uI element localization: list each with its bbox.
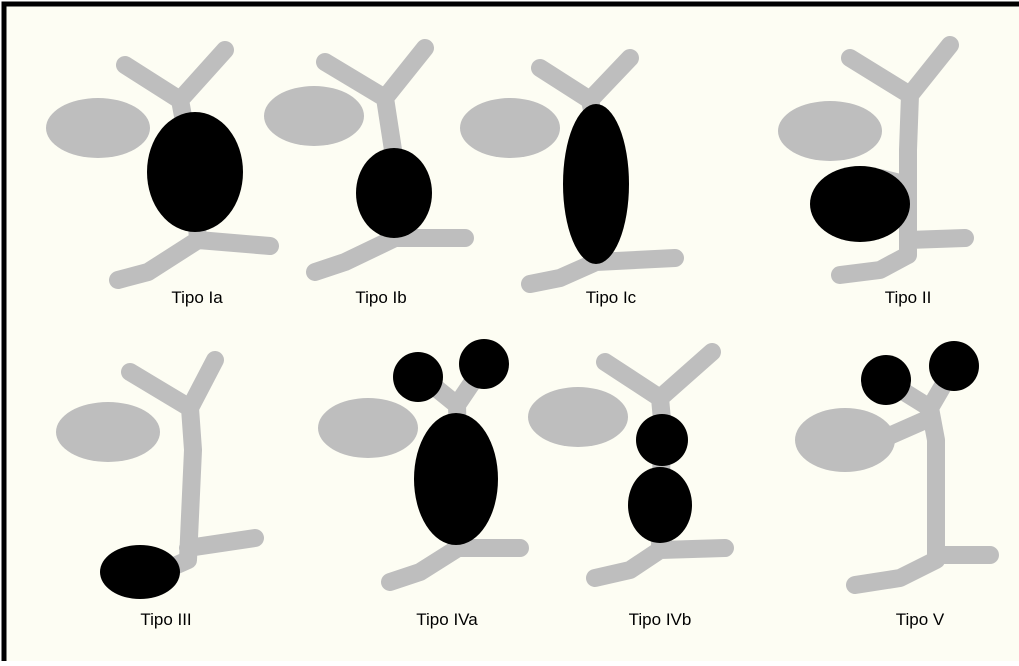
cyst-shape [100,545,180,599]
panel-label: Tipo Ib [355,288,406,307]
cyst-shape [414,413,498,545]
cyst-shape [563,104,629,264]
panel-label: Tipo IVa [416,610,478,629]
cyst-shape [636,414,688,466]
cyst-shape [810,166,910,242]
gallbladder-shape [460,98,560,158]
cyst-shape [147,112,243,232]
gallbladder-shape [46,98,150,158]
cyst-shape [459,339,509,389]
gallbladder-shape [318,398,418,458]
panel-label: Tipo III [140,610,191,629]
cyst-shape [861,355,911,405]
cyst-shape [356,148,432,238]
gallbladder-shape [778,101,882,161]
panel-label: Tipo IVb [629,610,692,629]
cyst-shape [393,352,443,402]
gallbladder-shape [264,86,364,146]
gallbladder-shape [56,402,160,462]
panel-label: Tipo II [885,288,932,307]
panel-label: Tipo Ia [171,288,223,307]
panel-label: Tipo V [896,610,945,629]
panel-label: Tipo Ic [586,288,637,307]
gallbladder-shape [528,387,628,447]
cyst-shape [929,341,979,391]
cyst-shape [628,467,692,543]
